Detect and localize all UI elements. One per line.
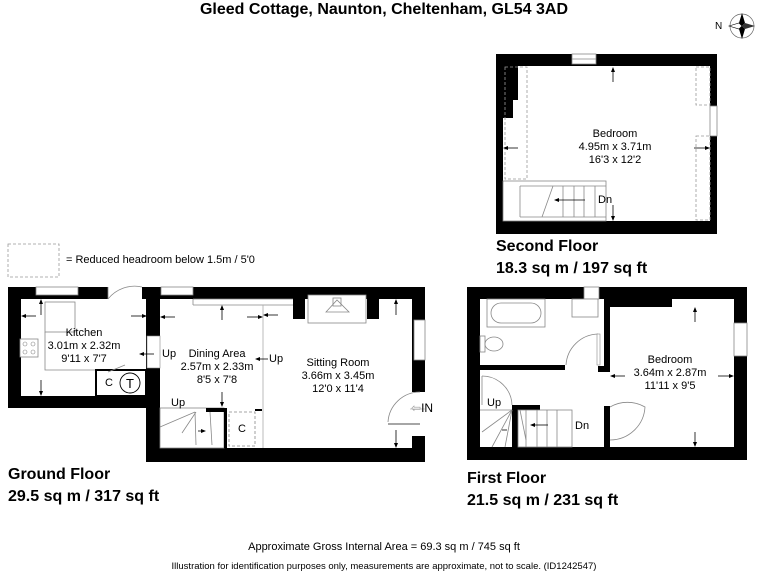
stairs-up-label: Up	[162, 348, 177, 360]
room-name: Bedroom	[647, 354, 693, 366]
first-floor-area: 21.5 sq m / 231 sq ft	[467, 492, 619, 509]
second-floor-name: Second Floor	[496, 238, 599, 255]
room-metric: 3.64m x 2.87m	[633, 367, 707, 379]
dining-area-label: Dining Area 2.57m x 2.33m 8'5 x 7'8	[172, 348, 262, 387]
compass-rose-icon	[727, 13, 755, 39]
room-imperial: 16'3 x 12'2	[588, 154, 642, 166]
room-name: Kitchen	[65, 327, 103, 339]
first-floor-plan	[467, 286, 748, 460]
cupboard-label: C	[105, 377, 113, 389]
stairs-up-label: Up	[487, 397, 502, 409]
kitchen-label: Kitchen 3.01m x 2.32m 9'11 x 7'7	[42, 327, 126, 366]
second-floor-plan	[496, 53, 718, 234]
room-imperial: 8'5 x 7'8	[196, 374, 238, 386]
room-imperial: 9'11 x 7'7	[61, 353, 107, 365]
room-name: Dining Area	[188, 348, 246, 360]
tank-label: T	[126, 376, 134, 391]
stairs-up-label: Up	[269, 353, 284, 365]
legend-swatch	[7, 243, 60, 278]
ground-floor-name: Ground Floor	[8, 466, 111, 483]
room-name: Sitting Room	[306, 357, 370, 369]
stairs-down-label: Dn	[575, 420, 590, 432]
stairs-down-label: Dn	[598, 194, 613, 206]
first-floor-name: First Floor	[467, 470, 547, 487]
first-floor-bedroom-label: Bedroom 3.64m x 2.87m 11'11 x 9'5	[620, 354, 720, 393]
room-metric: 4.95m x 3.71m	[578, 141, 652, 153]
gross-internal-area: Approximate Gross Internal Area = 69.3 s…	[248, 541, 520, 553]
second-floor-area: 18.3 sq m / 197 sq ft	[496, 260, 648, 277]
stairs-up-label: Up	[171, 397, 186, 409]
legend-text: = Reduced headroom below 1.5m / 5'0	[66, 254, 255, 266]
property-title: Gleed Cottage, Naunton, Cheltenham, GL54…	[199, 1, 569, 18]
entrance-arrow-icon: ⇦	[411, 401, 422, 415]
compass-north-label: N	[715, 21, 723, 32]
sitting-room-label: Sitting Room 3.66m x 3.45m 12'0 x 11'4	[290, 357, 386, 396]
entrance-in-label: ⇦IN	[411, 401, 434, 415]
room-metric: 2.57m x 2.33m	[180, 361, 254, 373]
room-name: Bedroom	[592, 128, 638, 140]
disclaimer: Illustration for identification purposes…	[171, 561, 597, 572]
cupboard-label: C	[238, 423, 246, 435]
second-floor-bedroom-label: Bedroom 4.95m x 3.71m 16'3 x 12'2	[560, 128, 670, 167]
room-metric: 3.01m x 2.32m	[47, 340, 121, 352]
room-imperial: 11'11 x 9'5	[644, 380, 696, 392]
room-metric: 3.66m x 3.45m	[301, 370, 375, 382]
ground-floor-plan	[8, 285, 426, 462]
room-imperial: 12'0 x 11'4	[312, 383, 364, 395]
ground-floor-area: 29.5 sq m / 317 sq ft	[8, 488, 160, 505]
